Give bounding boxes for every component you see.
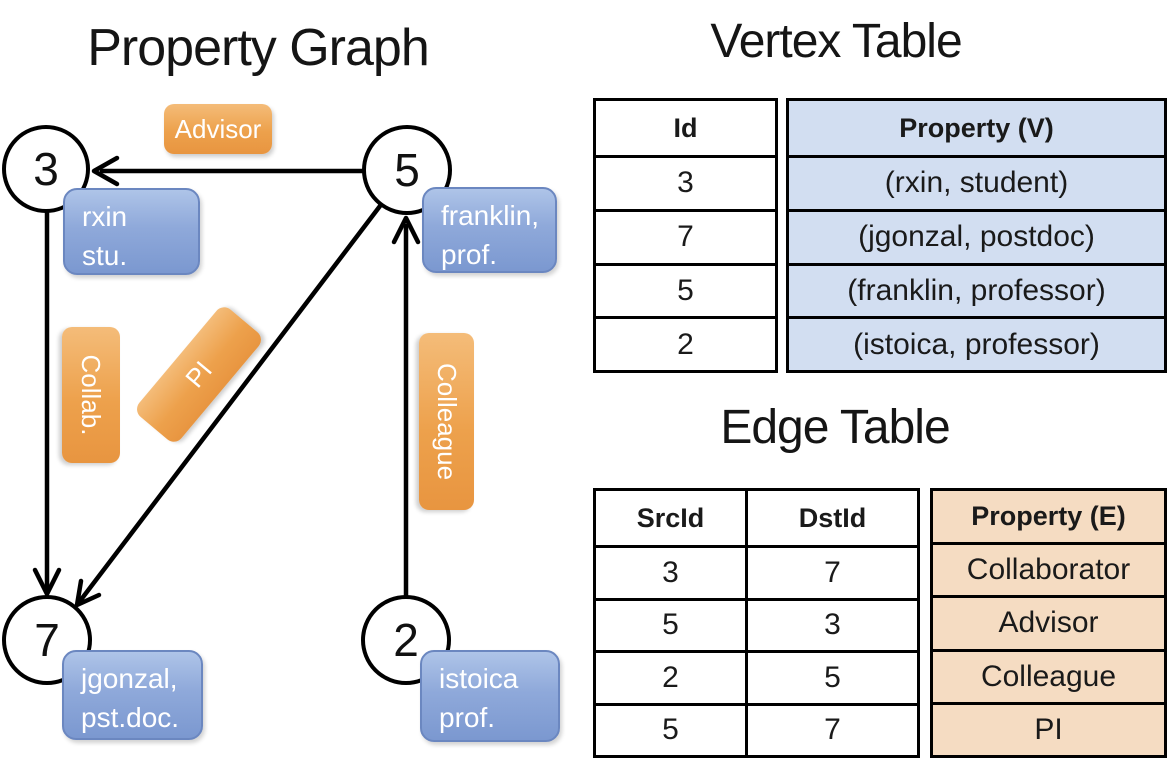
edge-table-src-cell: 2 bbox=[596, 650, 745, 703]
vertex-property-line: prof. bbox=[439, 701, 496, 733]
edge-collab-3-to-7 bbox=[32, 210, 62, 597]
vertex-table-id-cell: 2 bbox=[677, 327, 694, 361]
edge-table-header-src: SrcId bbox=[636, 502, 705, 533]
vertex-property-line: pst.doc. bbox=[81, 701, 180, 733]
arrowhead-down-left-icon bbox=[74, 578, 102, 608]
edge-table-src-cell: 5 bbox=[596, 702, 745, 756]
node-id-label: 2 bbox=[393, 614, 419, 666]
edge-label-colleague: Colleague bbox=[419, 333, 474, 510]
vertex-table-property-cell: (rxin, student) bbox=[789, 158, 1164, 212]
edge-label-advisor: Advisor bbox=[164, 104, 272, 154]
edge-table-property-cell: PI bbox=[1034, 712, 1063, 746]
arrowhead-down-icon bbox=[32, 567, 62, 597]
vertex-table-property-cell: (franklin, professor) bbox=[789, 266, 1164, 320]
graph-title: Property Graph bbox=[87, 19, 430, 77]
edge-table-header-property: Property (E) bbox=[933, 491, 1164, 545]
vertex-property-box-7: jgonzal, pst.doc. bbox=[62, 650, 203, 740]
edge-table-title: Edge Table bbox=[720, 401, 950, 454]
vertex-table-id-cell: 3 bbox=[596, 158, 775, 212]
node-id-label: 7 bbox=[34, 614, 60, 666]
edge-table-header-dst: DstId bbox=[745, 491, 917, 545]
edge-table-src-cell: 3 bbox=[596, 545, 745, 598]
node-id-label: 5 bbox=[394, 144, 420, 196]
edge-table-id-columns: SrcId DstId 3 7 5 3 2 5 5 7 bbox=[593, 488, 920, 758]
edge-table-dst-cell: 3 bbox=[745, 597, 917, 650]
edge-table-dst-cell: 7 bbox=[745, 545, 917, 598]
vertex-property-line: franklin, bbox=[441, 200, 540, 231]
edge-table-src-cell: 5 bbox=[596, 597, 745, 651]
edge-table-property-cell: Collaborator bbox=[933, 545, 1164, 599]
vertex-property-line: rxin bbox=[82, 201, 128, 232]
vertex-property-line: stu. bbox=[82, 239, 128, 271]
vertex-table-property-cell: (jgonzal, postdoc) bbox=[789, 212, 1164, 266]
edge-table-dst-cell: 7 bbox=[745, 702, 917, 755]
vertex-table-id-column: Id 3 7 5 2 bbox=[593, 98, 778, 373]
edge-label-pi: PI bbox=[132, 303, 266, 446]
edge-label-collab: Collab. bbox=[62, 327, 120, 463]
edge-advisor-5-to-3 bbox=[91, 155, 365, 187]
edge-table-property-column: Property (E) Collaborator Advisor Collea… bbox=[930, 488, 1167, 758]
vertex-property-box-5: franklin, prof. bbox=[422, 187, 557, 273]
vertex-table-property-column: Property (V) (rxin, student) (jgonzal, p… bbox=[786, 98, 1167, 373]
arrowhead-left-icon bbox=[91, 155, 120, 187]
node-id-label: 3 bbox=[33, 143, 59, 195]
edge-table-property-cell: Colleague bbox=[933, 652, 1164, 705]
vertex-property-box-3: rxin stu. bbox=[63, 188, 200, 275]
edge-table-property-cell: Advisor bbox=[933, 598, 1164, 652]
vertex-table-header-id: Id bbox=[596, 101, 775, 158]
vertex-property-line: jgonzal, bbox=[81, 663, 178, 694]
vertex-table-id-cell: 5 bbox=[596, 266, 775, 320]
edge-colleague-2-to-5 bbox=[391, 215, 421, 598]
vertex-table-property-cell: (istoica, professor) bbox=[853, 327, 1100, 361]
edge-table-dst-cell: 5 bbox=[745, 650, 917, 703]
vertex-property-box-2: istoica prof. bbox=[420, 650, 560, 742]
graph-node-7: 7 bbox=[2, 595, 92, 685]
vertex-table-id-cell: 7 bbox=[596, 212, 775, 266]
vertex-table-title: Vertex Table bbox=[710, 15, 962, 68]
vertex-property-line: prof. bbox=[441, 238, 498, 270]
arrowhead-up-icon bbox=[391, 215, 421, 245]
vertex-property-line: istoica bbox=[439, 663, 519, 694]
vertex-table-header-property: Property (V) bbox=[789, 101, 1164, 158]
graph-node-3: 3 bbox=[2, 125, 90, 213]
